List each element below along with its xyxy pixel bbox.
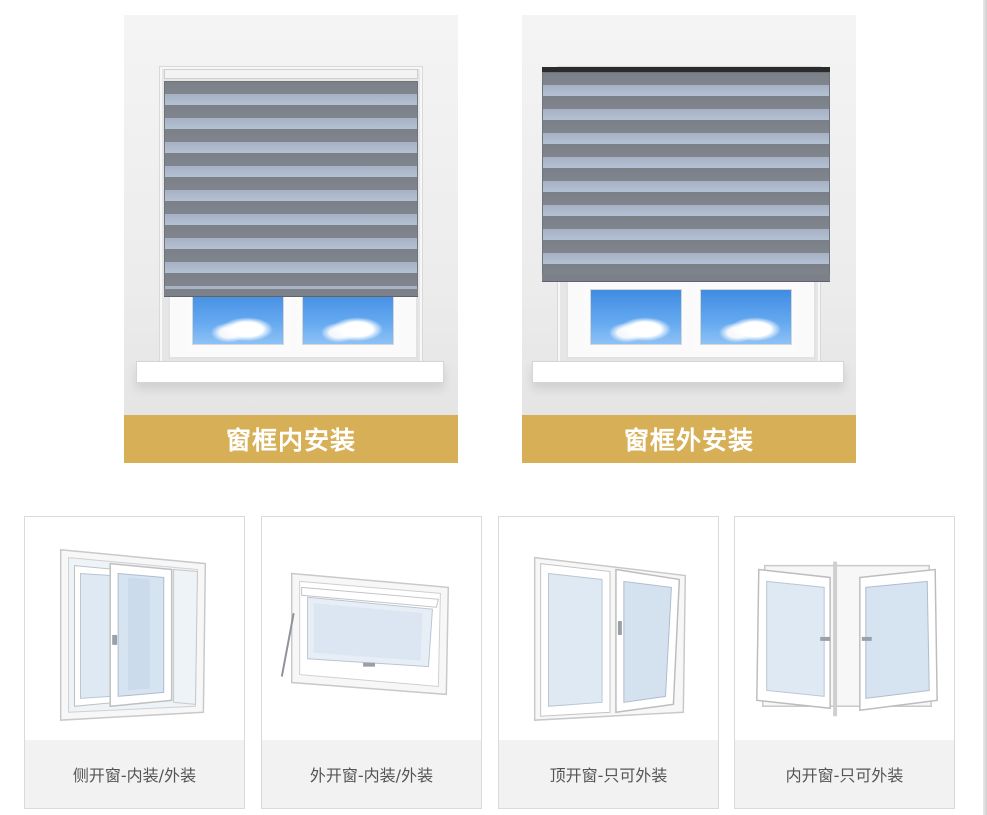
window-type-card-tilt-turn[interactable]: 顶开窗-只可外装	[498, 516, 719, 809]
blind-headrail	[542, 67, 830, 72]
window-sill	[532, 361, 844, 383]
window-type-label: 内开窗-只可外装	[735, 740, 954, 808]
window-type-label: 侧开窗-内装/外装	[25, 740, 244, 808]
install-outside-frame-panel[interactable]: 窗框外安装	[522, 15, 856, 463]
tilt-turn-window-icon	[533, 556, 687, 721]
window-type-card-inward-casement[interactable]: 内开窗-只可外装	[734, 516, 955, 809]
zebra-blind	[164, 81, 418, 291]
install-inside-frame-panel[interactable]: 窗框内安装	[124, 15, 458, 463]
window-sill	[136, 361, 444, 383]
inward-casement-window-icon	[756, 561, 938, 717]
blind-bottom-bar	[164, 289, 418, 297]
install-option-label: 窗框外安装	[522, 415, 856, 463]
blind-headrail	[164, 69, 418, 79]
window-pane-left	[584, 283, 688, 351]
window-type-card-sliding[interactable]: 侧开窗-内装/外装	[24, 516, 245, 809]
window-pane-left	[186, 283, 290, 351]
sliding-window-icon	[59, 548, 207, 721]
window-type-card-awning[interactable]: 外开窗-内装/外装	[261, 516, 482, 809]
window-type-label: 外开窗-内装/外装	[262, 740, 481, 808]
install-option-label: 窗框内安装	[124, 415, 458, 463]
awning-window-icon	[280, 572, 450, 696]
window-type-label: 顶开窗-只可外装	[499, 740, 718, 808]
window-pane-right	[694, 283, 798, 351]
zebra-blind	[542, 72, 830, 276]
page-edge-divider	[983, 0, 987, 815]
blind-bottom-bar	[542, 274, 830, 282]
